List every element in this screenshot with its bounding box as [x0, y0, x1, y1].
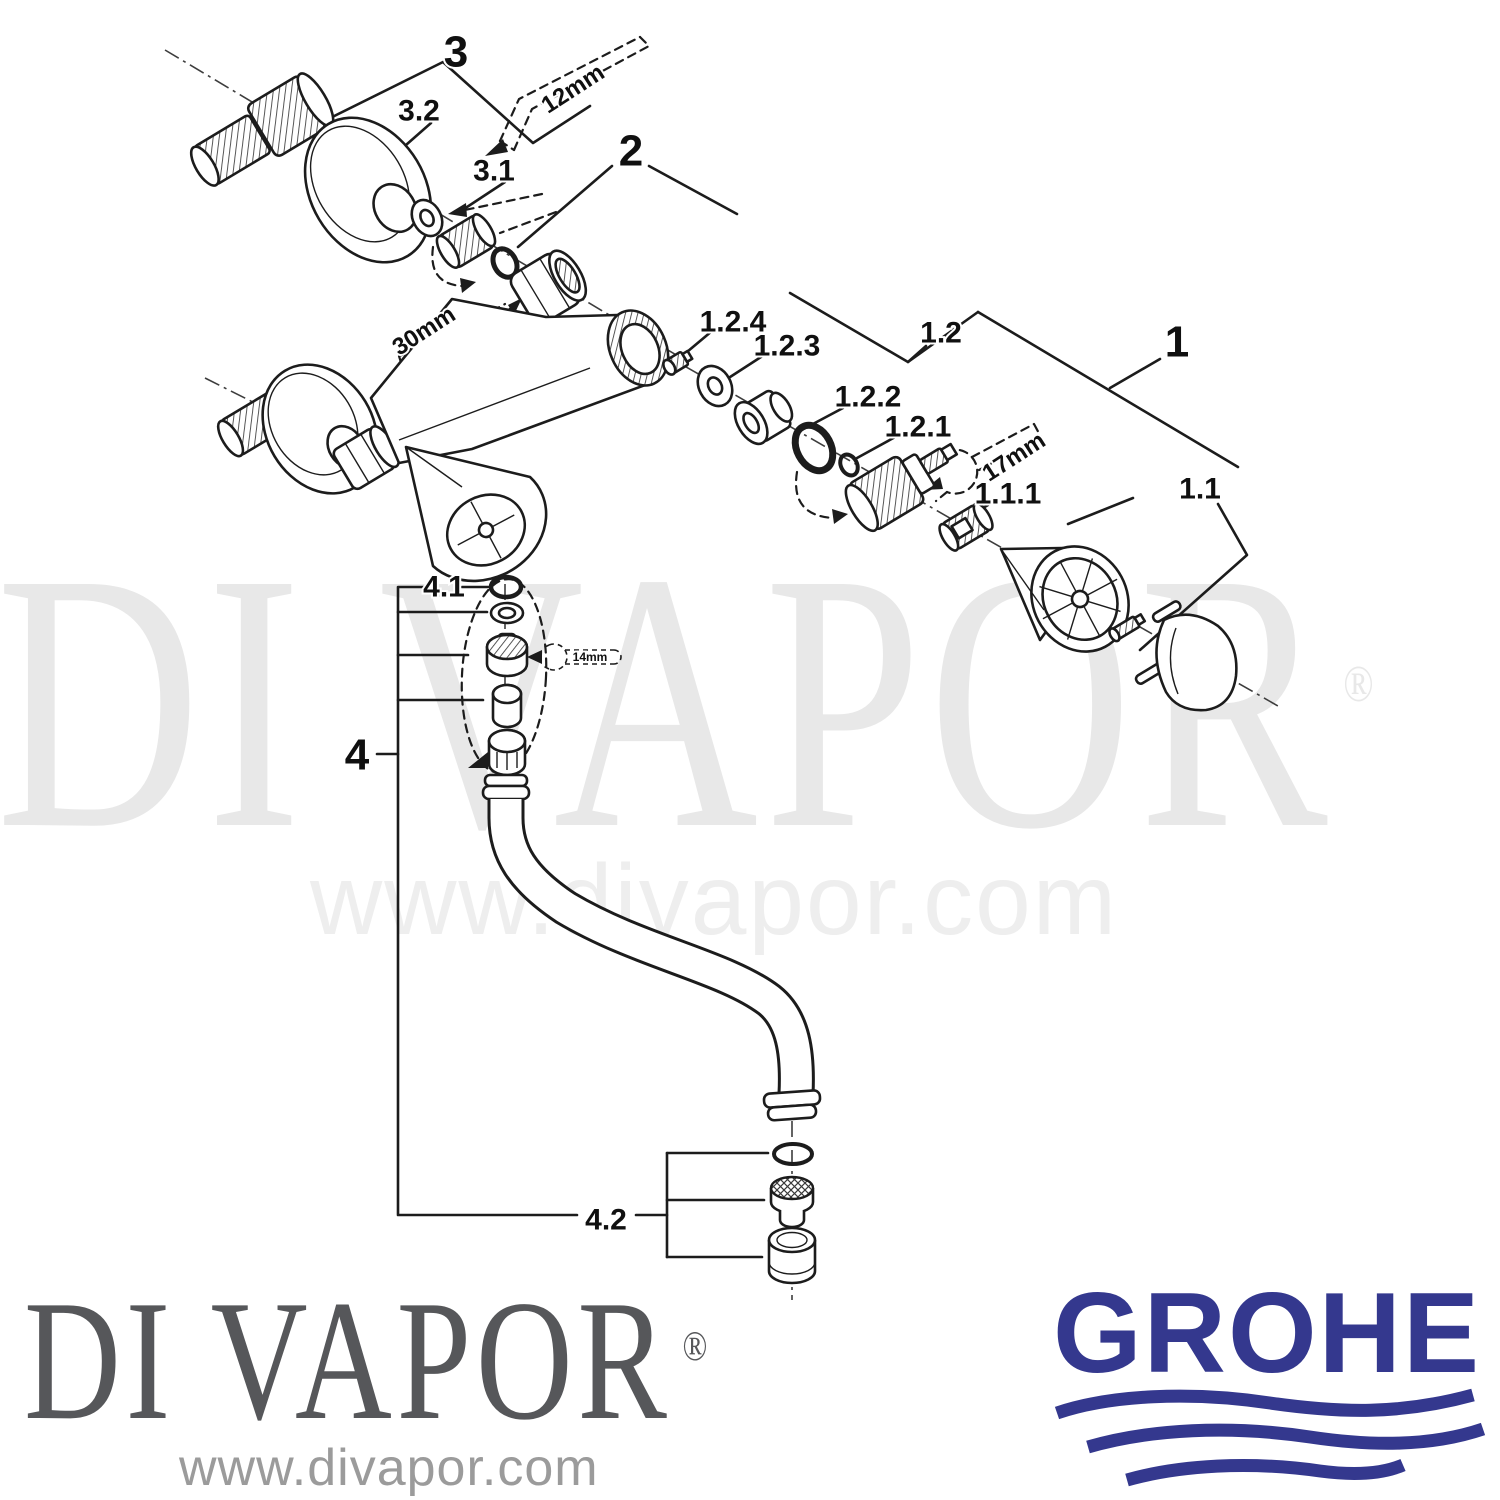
part-label-3.1: 3.1 [473, 155, 515, 188]
body-hex-collar [332, 425, 401, 491]
part-label-1.1.1: 1.1.1 [975, 478, 1042, 511]
headpart-cartridge [844, 442, 959, 533]
part-label-1.2.3: 1.2.3 [754, 330, 821, 363]
part-label-1.2.2: 1.2.2 [835, 381, 902, 414]
leader-lines [308, 60, 1249, 1259]
part-label-1.2: 1.2 [920, 317, 962, 350]
part-label-1.1: 1.1 [1179, 473, 1221, 506]
spout-tube [481, 773, 822, 1122]
part-label-1.2.1: 1.2.1 [885, 411, 952, 444]
hex-key-12mm-icon [485, 35, 651, 156]
part-label-14mm: 14mm [573, 650, 608, 664]
divapor-logo-url: www.divapor.com [179, 1439, 599, 1497]
assembly-arrows [448, 192, 558, 235]
part-label-1.2.4: 1.2.4 [700, 306, 767, 339]
threaded-adapter [435, 213, 497, 269]
part-label-4.1: 4.1 [423, 571, 465, 604]
divapor-logo: DI VAPOR® [24, 1275, 707, 1447]
watermark-url: www.divapor.com [310, 844, 1119, 956]
watermark-registered-icon: ® [1343, 656, 1374, 714]
handle-cap [1134, 600, 1238, 712]
washer-1-2-3 [696, 364, 734, 408]
grohe-logo-text: GROHE [1053, 1270, 1482, 1397]
part-label-3.2: 3.2 [398, 95, 440, 128]
washer-3-1 [410, 198, 444, 238]
bushing-1-2-2 [733, 389, 794, 446]
o-ring-small [838, 452, 860, 478]
aerator-parts [767, 1142, 817, 1285]
union-nut-2 [509, 249, 588, 326]
o-ring-1-2-1 [791, 421, 837, 475]
o-ring-4-2 [772, 1142, 814, 1166]
part-label-4.2: 4.2 [585, 1204, 627, 1237]
o-ring-4-1 [488, 574, 524, 600]
part-label-3: 3 [444, 28, 468, 77]
grohe-waves-icon [1054, 1388, 1486, 1487]
wall-union-top [189, 72, 335, 187]
part-label-12mm: 12mm [537, 59, 610, 119]
handle-bell-1-1 [999, 545, 1130, 653]
spout-gland-stack [485, 574, 529, 777]
divapor-registered-icon: ® [682, 1323, 708, 1370]
escutcheon-top [303, 116, 433, 264]
adapter-1-1-1 [938, 502, 994, 552]
part-label-4: 4 [345, 731, 370, 780]
screw-1-2-4 [662, 349, 694, 376]
part-label-1: 1 [1165, 318, 1189, 367]
part-label-2: 2 [619, 127, 643, 176]
spout-cone-bell [404, 445, 548, 583]
divapor-logo-text: DI VAPOR [24, 1266, 672, 1456]
handle-screw [1108, 613, 1147, 643]
